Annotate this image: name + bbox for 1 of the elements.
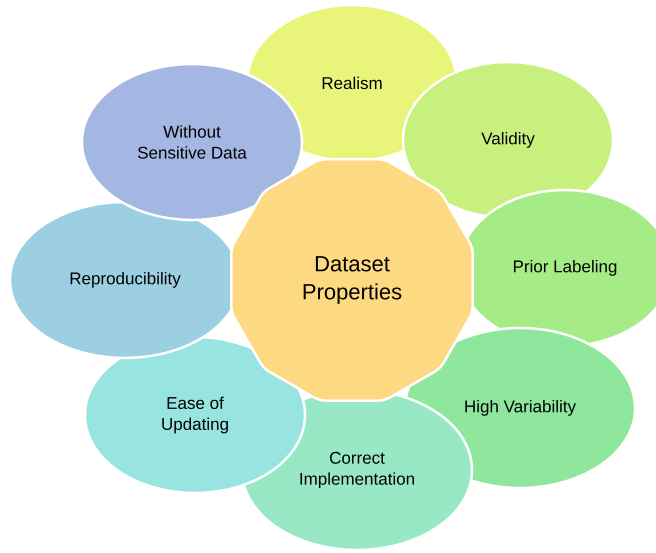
- dodecagon: Dataset Properties: [230, 158, 474, 402]
